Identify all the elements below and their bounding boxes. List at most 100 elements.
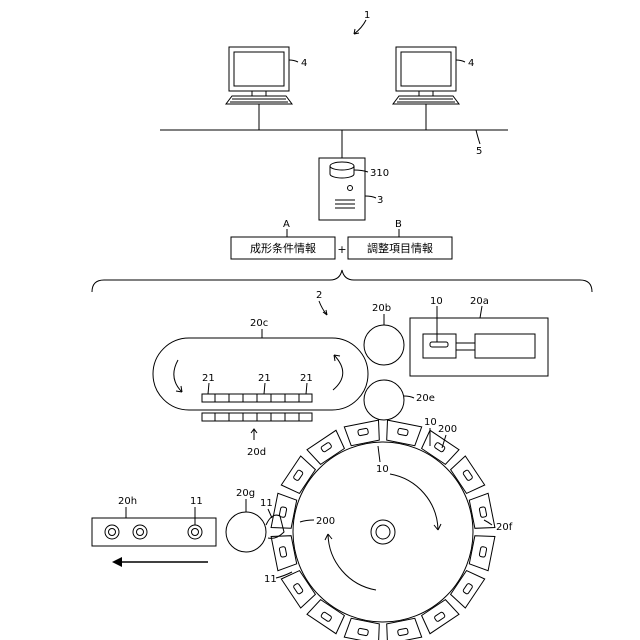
info-boxes: A 成形条件情報 + B 調整項目情報 xyxy=(231,219,452,259)
blow-mold-unit xyxy=(271,536,297,571)
heater-row-top-dividers xyxy=(215,394,299,402)
station-20g-wheel xyxy=(226,512,266,552)
blow-mold-ring xyxy=(271,420,495,640)
blow-mold-cavity xyxy=(434,612,446,623)
station-20g-number: 20g xyxy=(236,488,255,499)
station-20e-number: 20e xyxy=(416,393,435,404)
mold-200-left-leader xyxy=(300,520,314,522)
injection-preform xyxy=(430,342,448,347)
terminal-left-number: 4 xyxy=(301,58,307,69)
output-container-1-outer xyxy=(105,525,119,539)
output-conveyor-number: 20h xyxy=(118,496,137,507)
output-conveyor-frame xyxy=(92,518,216,546)
injection-cylinder xyxy=(475,334,535,358)
terminal-right-keyboard xyxy=(393,96,459,104)
server-db-leader xyxy=(354,170,368,172)
blow-mold-unit xyxy=(307,430,344,464)
server-body xyxy=(319,158,365,220)
container-11-b-leader xyxy=(268,509,272,518)
blow-mold-unit xyxy=(469,493,495,528)
station-20g: 20g 11 xyxy=(226,488,284,552)
preform-10-right-label: 10 xyxy=(424,417,437,428)
blow-mold-cavity xyxy=(358,428,369,436)
terminal-right-number: 4 xyxy=(468,58,474,69)
molding-condition-info-label: 成形条件情報 xyxy=(250,241,316,255)
heater-21-a-label: 21 xyxy=(202,373,215,384)
rotary-table-leader xyxy=(484,520,492,525)
output-direction-arrowhead xyxy=(112,557,122,567)
output-container-2-inner xyxy=(137,529,144,536)
terminal-left-stand xyxy=(252,91,266,96)
output-container-1-inner xyxy=(109,529,116,536)
terminal-left-keys xyxy=(230,99,288,102)
container-11-a-label: 11 xyxy=(190,496,203,507)
blow-mold-unit xyxy=(387,420,422,446)
output-container-3-inner xyxy=(192,529,199,536)
station-20b: 20b xyxy=(364,303,404,365)
rotary-arrow-left xyxy=(328,534,376,590)
terminal-right-stand xyxy=(419,91,433,96)
server-db-cylinder xyxy=(330,166,354,178)
blow-mold-cavity xyxy=(479,546,487,557)
server-leader xyxy=(365,196,376,198)
molding-system-label: 2 xyxy=(316,290,327,315)
heater-21-c-leader xyxy=(306,383,307,394)
station-20e-wheel xyxy=(364,380,404,420)
blow-mold-cavity xyxy=(293,469,304,481)
rotary-table-20f: 20f 10 10 200 200 11 xyxy=(264,417,513,640)
blow-mold-unit xyxy=(422,600,459,634)
system-number: 1 xyxy=(364,10,370,21)
terminal-right-keys xyxy=(397,99,455,102)
network-leader xyxy=(476,130,480,144)
server-button-icon xyxy=(348,186,353,191)
blow-mold-unit xyxy=(469,536,495,571)
container-11-c-label: 11 xyxy=(264,574,277,585)
system-leader xyxy=(354,20,366,34)
injection-unit-number: 20a xyxy=(470,296,489,307)
blow-mold-cavity xyxy=(320,442,332,453)
molding-system-number: 2 xyxy=(316,290,322,301)
heater-21-b-label: 21 xyxy=(258,373,271,384)
server-db-number: 310 xyxy=(370,168,389,179)
blow-mold-unit xyxy=(422,430,459,464)
rotary-table-hub-outer xyxy=(371,520,395,544)
network: 5 xyxy=(160,130,508,158)
server-db-icon xyxy=(330,162,354,170)
blow-mold-unit xyxy=(271,493,297,528)
terminal-left: 4 xyxy=(226,47,307,130)
blow-mold-cavity xyxy=(463,469,474,481)
blow-mold-cavity xyxy=(358,628,369,636)
heater-row-bottom-dividers xyxy=(215,413,299,421)
container-transfer xyxy=(266,515,284,538)
blow-mold-unit xyxy=(451,456,485,493)
container-11-b-label: 11 xyxy=(260,498,273,509)
mold-200-left-label: 200 xyxy=(316,516,335,527)
station-20e: 20e xyxy=(364,380,435,420)
mold-200-top-label: 200 xyxy=(438,424,457,435)
terminal-left-monitor xyxy=(229,47,289,91)
brace xyxy=(92,270,592,292)
blow-mold-cavity xyxy=(279,546,287,557)
heater-rows: 21 21 21 20d xyxy=(202,373,313,458)
terminal-right-monitor xyxy=(396,47,456,91)
terminal-right: 4 xyxy=(393,47,474,130)
server-number: 3 xyxy=(377,195,383,206)
terminal-left-keyboard xyxy=(226,96,292,104)
heater-21-a-leader xyxy=(208,383,209,394)
station-20b-number: 20b xyxy=(372,303,391,314)
heater-21-c-label: 21 xyxy=(300,373,313,384)
blow-mold-unit xyxy=(307,600,344,634)
rotary-table-number: 20f xyxy=(496,522,513,533)
letter-b: B xyxy=(395,219,402,230)
plus-sign: + xyxy=(337,243,346,256)
server: 310 3 xyxy=(319,158,389,220)
injection-mold xyxy=(423,334,456,358)
system-label: 1 xyxy=(354,10,370,34)
preform-10-table-label: 10 xyxy=(376,464,389,475)
adjustment-item-info-label: 調整項目情報 xyxy=(367,241,433,255)
conveyor-20c: 20c xyxy=(153,318,368,410)
output-container-2-outer xyxy=(133,525,147,539)
blow-mold-cavity xyxy=(320,612,332,623)
terminal-left-leader xyxy=(289,60,298,62)
